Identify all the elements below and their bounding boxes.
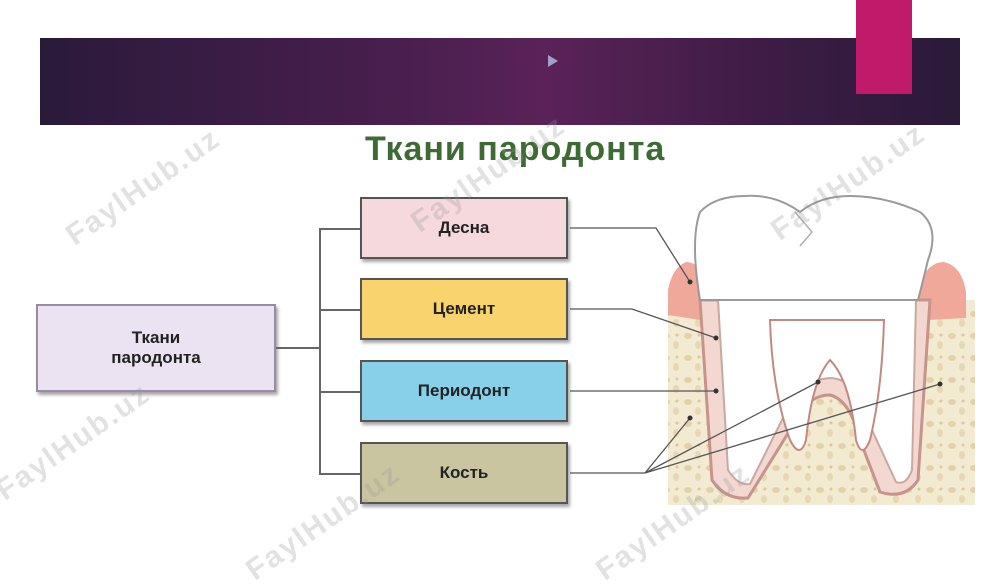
- root-box: Ткани пародонта: [36, 304, 276, 392]
- accent-tab: [856, 0, 912, 94]
- crown: [694, 194, 934, 301]
- box-periodont-label: Периодонт: [417, 381, 511, 400]
- connector-cement: [319, 309, 360, 311]
- box-desna-label: Десна: [438, 218, 490, 237]
- box-periodont: Периодонт: [360, 360, 568, 422]
- box-desna: Десна: [360, 197, 568, 259]
- header-banner: [40, 38, 960, 125]
- banner-arrow-icon: [548, 55, 558, 67]
- root-box-label: Ткани пародонта: [111, 328, 201, 367]
- connector-kost: [319, 473, 360, 475]
- box-cement-label: Цемент: [432, 299, 496, 318]
- pointer-kost-3: [644, 383, 941, 474]
- box-kost: Кость: [360, 442, 568, 504]
- pointer-cement: [570, 308, 717, 339]
- crown-fissure: [794, 211, 813, 247]
- connector-periodont: [319, 391, 360, 393]
- box-kost-label: Кость: [439, 463, 489, 482]
- pointer-kost-2: [644, 381, 819, 474]
- slide-title: Ткани пародонта: [365, 130, 666, 168]
- tooth-diagram: [570, 194, 975, 505]
- connector-desna: [319, 228, 360, 230]
- pointer-desna: [570, 227, 691, 283]
- connector-trunk: [319, 228, 321, 474]
- box-cement: Цемент: [360, 278, 568, 340]
- pulp: [768, 319, 886, 451]
- connector-root: [276, 347, 320, 349]
